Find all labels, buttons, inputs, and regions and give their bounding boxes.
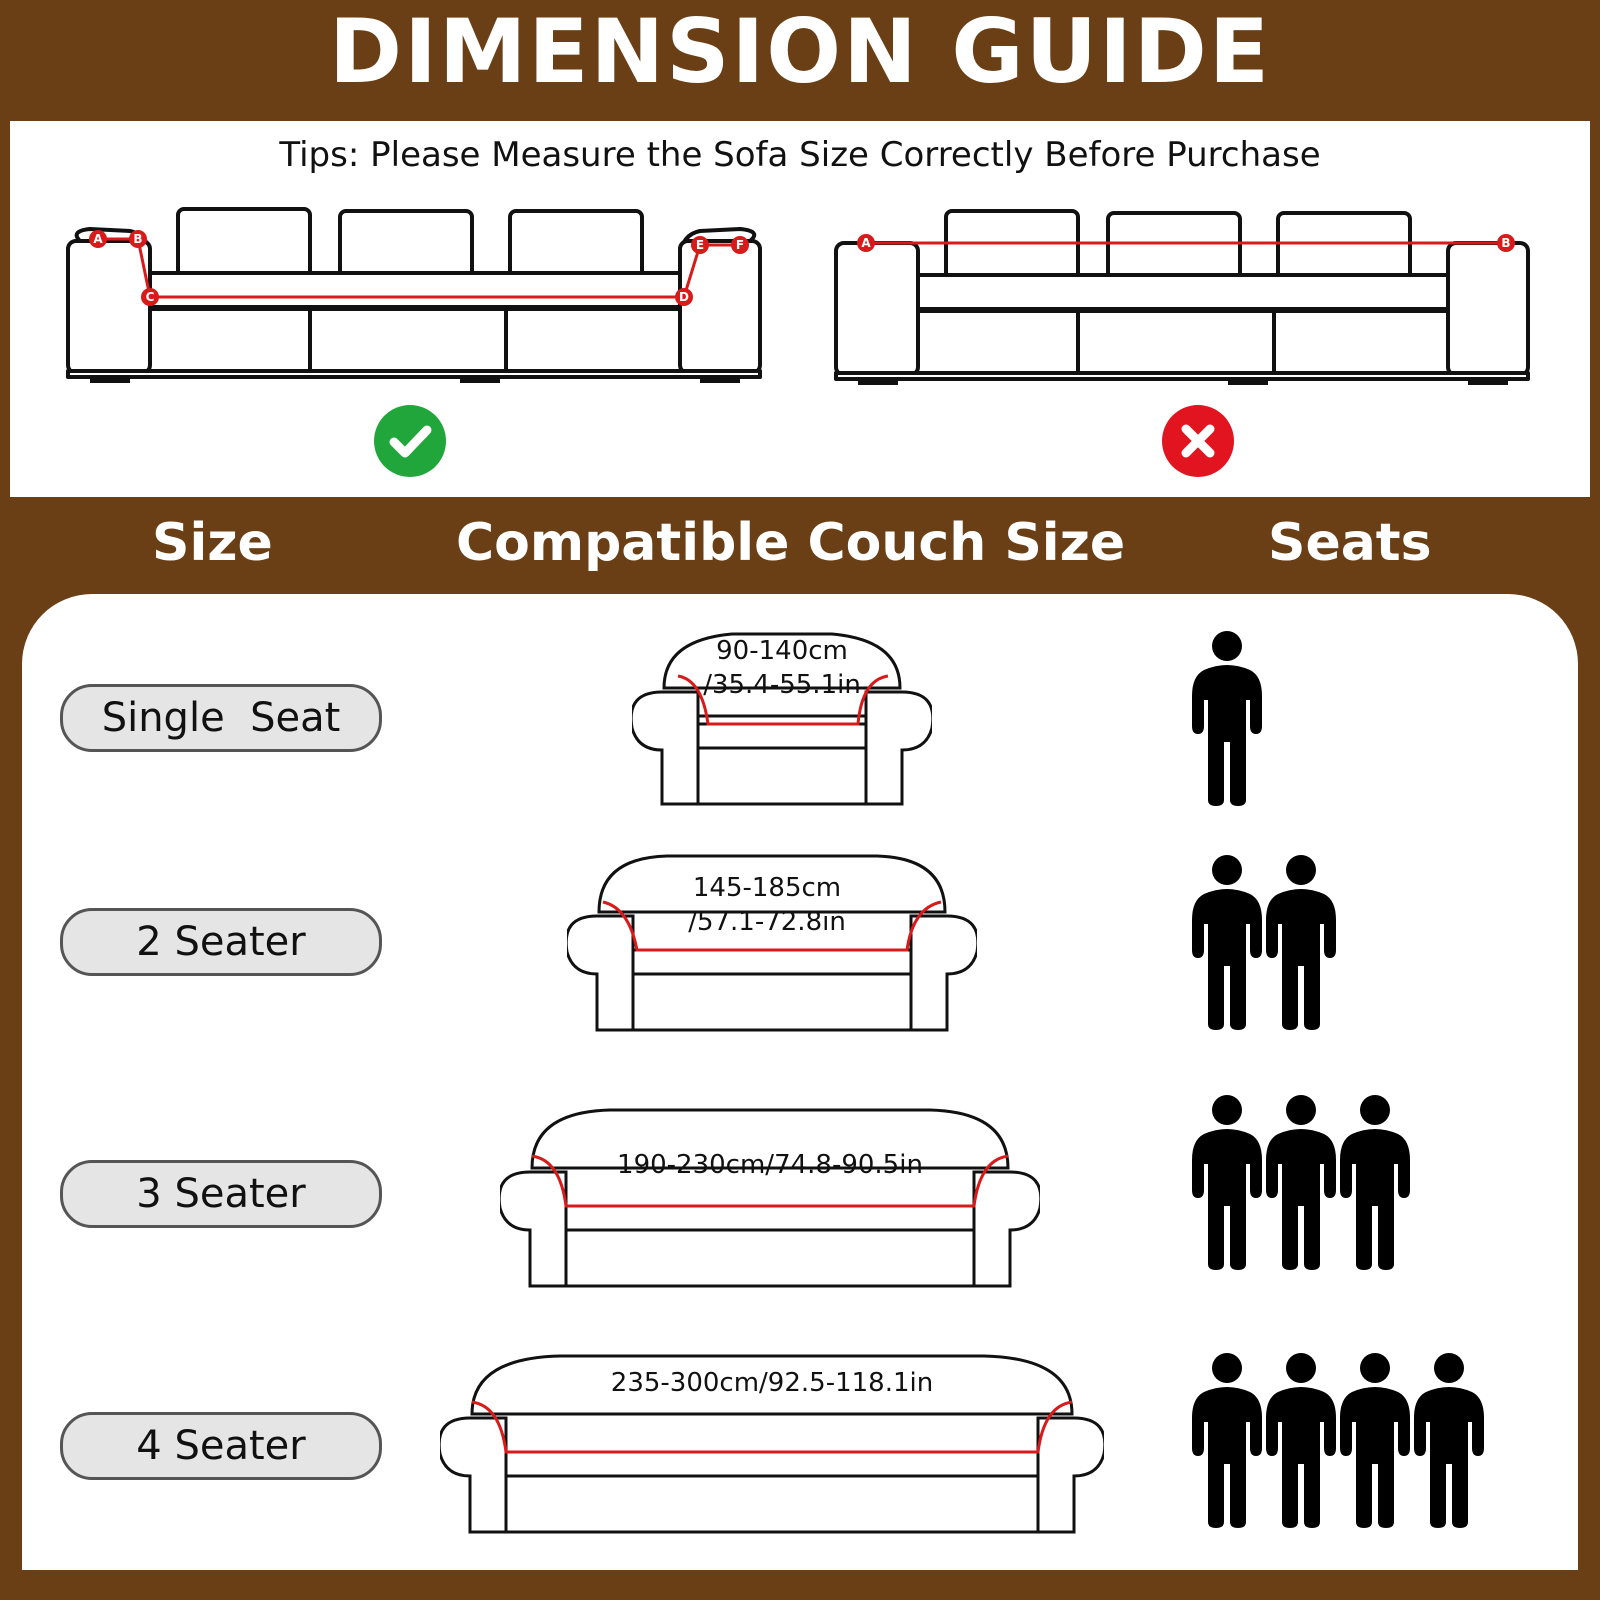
range-line-1: 145-185cm — [692, 873, 842, 903]
point-label: B — [133, 232, 142, 246]
point-label: F — [736, 238, 744, 252]
person-icon — [1412, 1352, 1486, 1528]
size-label: 2 Seater — [60, 908, 382, 976]
cross-icon — [1162, 405, 1234, 477]
point-label: A — [93, 232, 103, 246]
check-icon — [374, 405, 446, 477]
couch-illustration — [632, 632, 932, 806]
point-label: E — [696, 238, 704, 252]
point-label: B — [1501, 236, 1510, 250]
size-table: Single Seat 90-140cm /35.4-55.1in 2 Seat… — [22, 594, 1578, 1570]
tips-panel: Tips: Please Measure the Sofa Size Corre… — [10, 121, 1590, 497]
person-icon — [1264, 854, 1338, 1030]
person-icon — [1338, 1352, 1412, 1528]
header-compatible: Compatible Couch Size — [456, 513, 1126, 573]
correct-measure-sofa: A B C D E F — [66, 207, 762, 383]
range-line-1: 90-140cm — [716, 636, 848, 666]
header-size: Size — [152, 513, 273, 573]
size-label: 4 Seater — [60, 1412, 382, 1480]
point-label: C — [146, 290, 155, 304]
person-icon — [1264, 1094, 1338, 1270]
table-headers: Size Compatible Couch Size Seats — [0, 505, 1600, 585]
seat-people — [1190, 1094, 1412, 1270]
range-line-2: /35.4-55.1in — [703, 670, 861, 700]
range-line-1: 190-230cm/74.8-90.5in — [617, 1150, 923, 1180]
size-label: Single Seat — [60, 684, 382, 752]
seat-people — [1190, 630, 1264, 806]
size-label: 3 Seater — [60, 1160, 382, 1228]
range-line-1: 235-300cm/92.5-118.1in — [610, 1368, 934, 1398]
page-title: DIMENSION GUIDE — [329, 0, 1271, 103]
range-line-2: /57.1-72.8in — [688, 907, 846, 937]
couch-illustration — [567, 854, 977, 1032]
person-icon — [1264, 1352, 1338, 1528]
person-icon — [1190, 854, 1264, 1030]
person-icon — [1190, 1094, 1264, 1270]
point-label: A — [861, 236, 871, 250]
seat-people — [1190, 1352, 1486, 1528]
couch-illustration — [500, 1108, 1040, 1288]
header-seats: Seats — [1268, 513, 1432, 573]
wrong-measure-sofa: A B — [834, 209, 1530, 385]
couch-illustration — [440, 1354, 1104, 1534]
point-label: D — [679, 290, 689, 304]
person-icon — [1190, 1352, 1264, 1528]
person-icon — [1338, 1094, 1412, 1270]
person-icon — [1190, 630, 1264, 806]
seat-people — [1190, 854, 1338, 1030]
tips-text: Tips: Please Measure the Sofa Size Corre… — [279, 135, 1321, 175]
